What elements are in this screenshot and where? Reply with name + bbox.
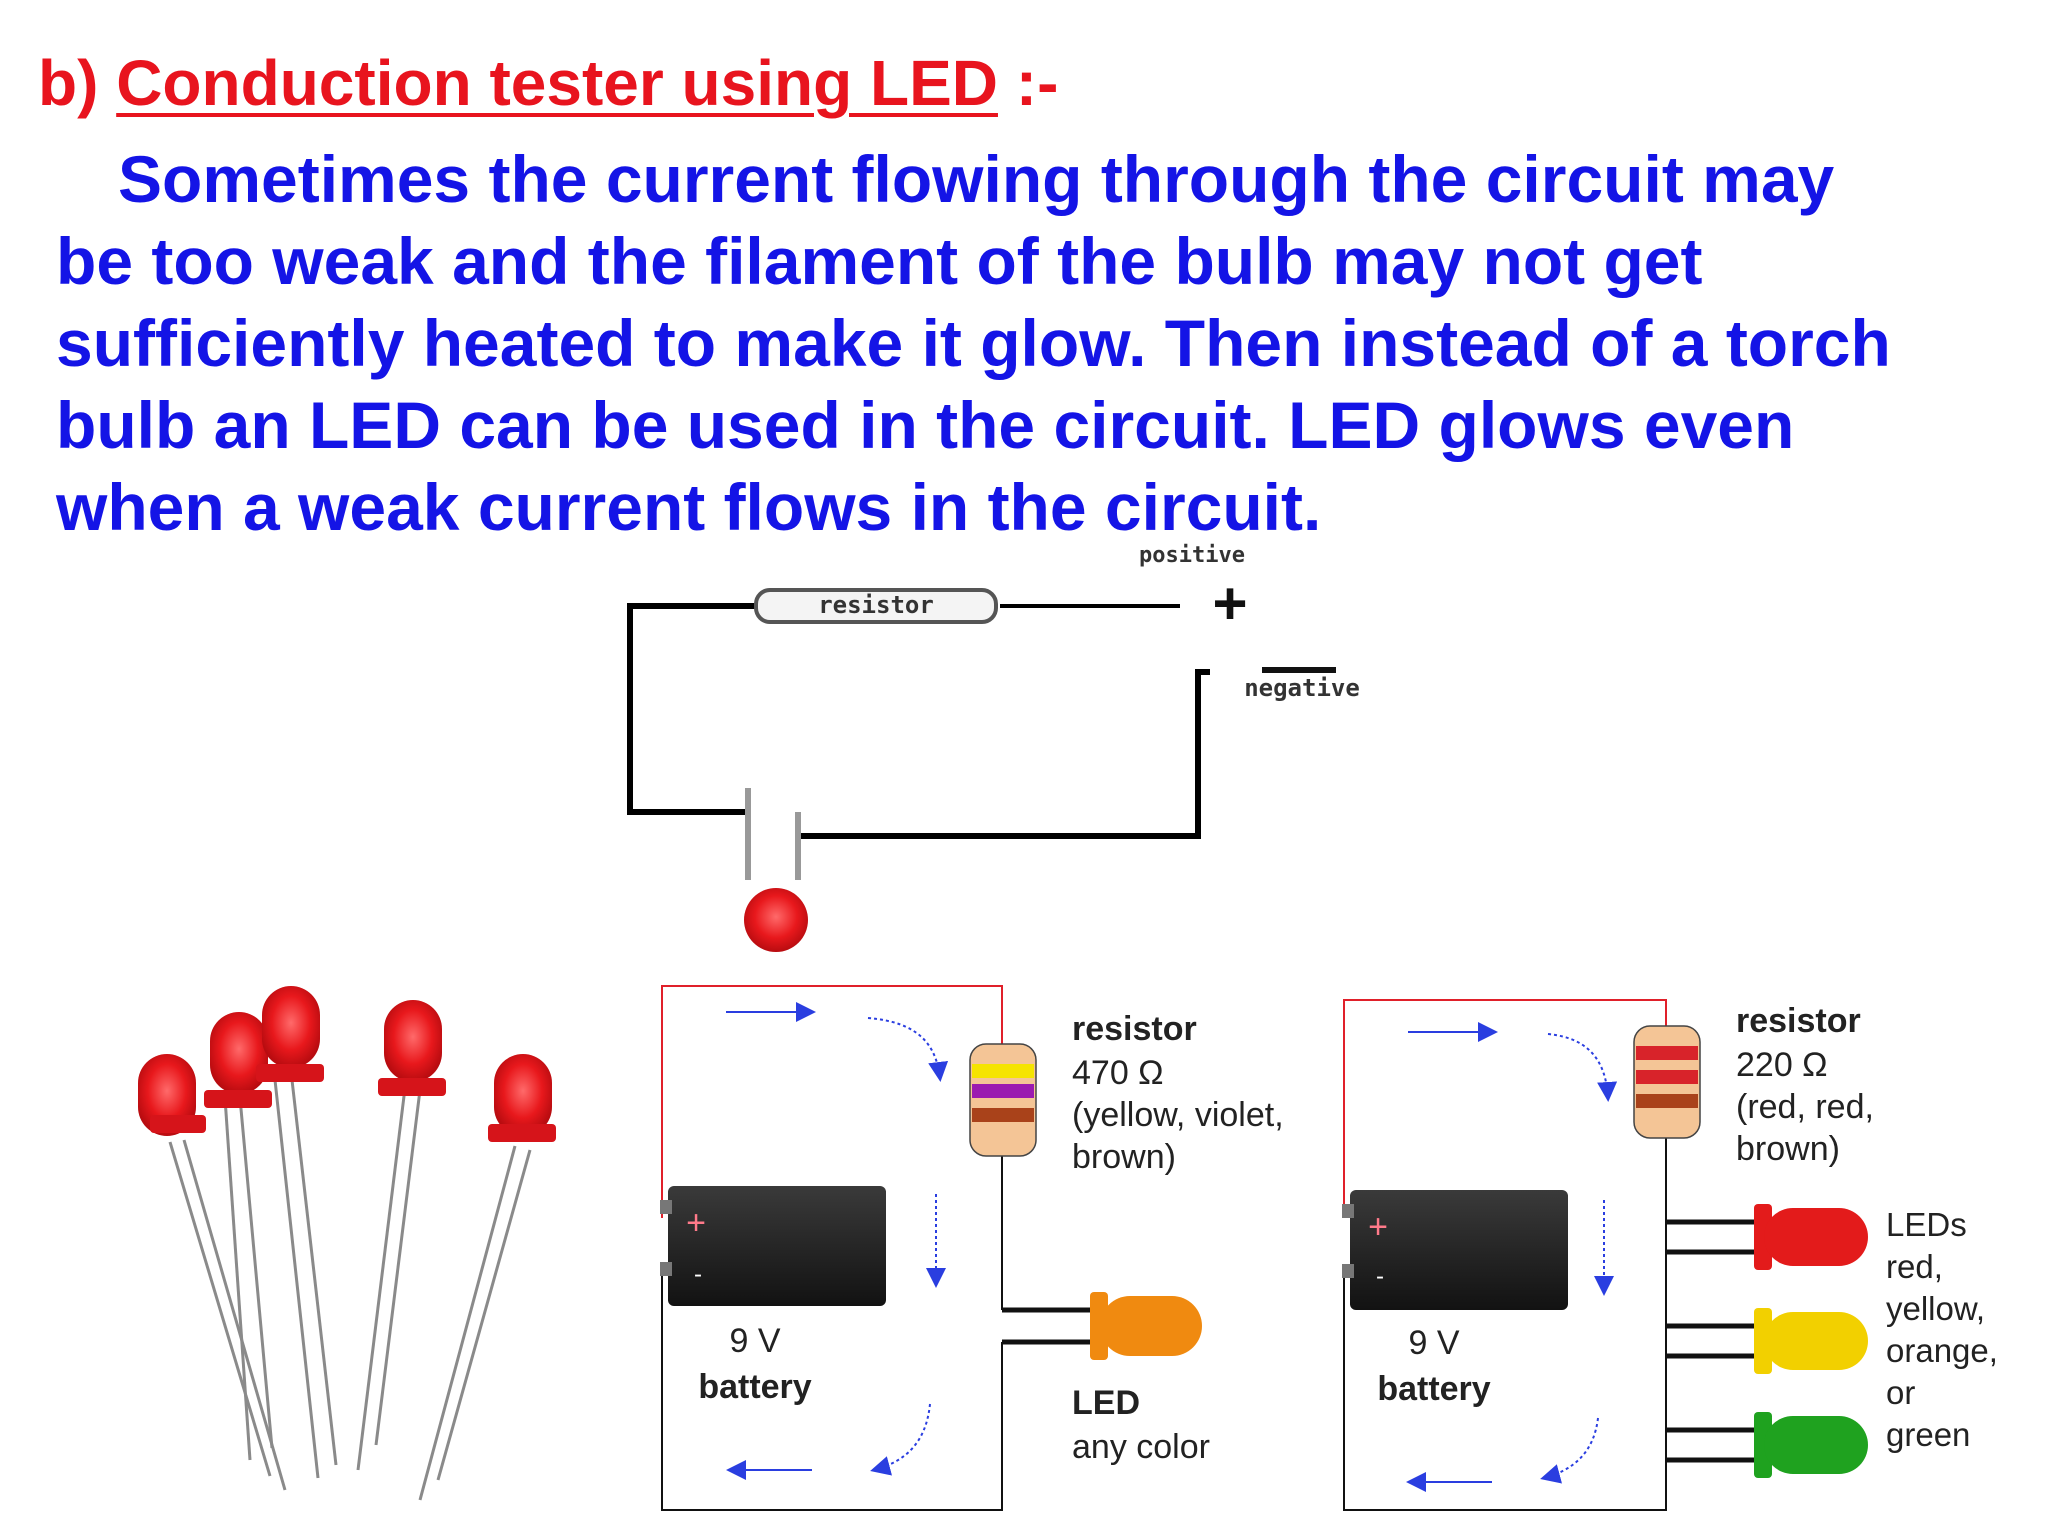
resistor-band: [972, 1108, 1034, 1122]
paragraph-line: Sometimes the current flowing through th…: [118, 142, 1835, 216]
sketch-led: [744, 888, 808, 952]
sketch-circuit: resistor positive + negative: [627, 543, 1360, 952]
resistor-band: [1636, 1070, 1698, 1084]
circuit1-resistor-colors: (yellow, violet,: [1072, 1096, 1284, 1134]
circuit-single-led: + - 9 V battery resistor 470 Ω (yellow, …: [660, 985, 1284, 1511]
circuit2-leds-label: yellow,: [1886, 1290, 1985, 1327]
paragraph-line: sufficiently heated to make it glow. The…: [56, 306, 1891, 380]
circuit1-red-wire: [661, 985, 1003, 1218]
circuit1-battery-voltage: 9 V: [729, 1322, 780, 1360]
led-red-2: [210, 1012, 268, 1094]
paragraph-line: bulb an LED can be used in the circuit. …: [56, 388, 1795, 462]
sketch-negative-label: negative: [1244, 674, 1360, 702]
led-yellow: [1764, 1312, 1868, 1370]
circuit2-leds-label: or: [1886, 1374, 1915, 1411]
circuit2-red-wire: [1343, 999, 1667, 1218]
battery-minus-sign: -: [694, 1261, 702, 1288]
circuit2-leds: [1666, 1204, 1868, 1478]
sketch-wire-right: [800, 669, 1210, 839]
resistor-band: [972, 1084, 1034, 1098]
circuit2-leds-label: LEDs: [1886, 1206, 1967, 1243]
description-paragraph: Sometimes the current flowing through th…: [56, 138, 2016, 548]
circuit2-battery-voltage: 9 V: [1408, 1324, 1459, 1362]
circuit1-resistor-value: 470 Ω: [1072, 1054, 1164, 1092]
circuit1-led-title: LED: [1072, 1384, 1140, 1422]
resistor-band: [972, 1064, 1034, 1078]
led-red-3: [262, 986, 320, 1068]
paragraph-line: be too weak and the filament of the bulb…: [56, 224, 1703, 298]
sketch-wire-left: [627, 603, 760, 815]
circuit2-resistor: [1633, 1025, 1701, 1139]
title-prefix: b): [38, 47, 117, 119]
led-photo: [138, 986, 556, 1501]
circuit2-resistor-colors: brown): [1736, 1130, 1840, 1168]
circuit1-black-wire: [661, 1124, 1003, 1511]
sketch-resistor: [754, 588, 998, 624]
led-green: [1754, 1412, 1772, 1478]
circuit1-battery-label: battery: [698, 1368, 811, 1406]
battery-plus-sign: +: [686, 1204, 706, 1242]
circuit2-resistor-title: resistor: [1736, 1002, 1861, 1040]
led-red: [1754, 1204, 1772, 1270]
sketch-positive-label: positive: [1139, 543, 1245, 568]
paragraph-line: when a weak current flows in the circuit…: [56, 470, 1322, 544]
led-green: [1764, 1416, 1868, 1474]
circuit2-battery: + -: [1342, 1190, 1568, 1310]
led-red: [1764, 1208, 1868, 1266]
sketch-plus-sign: +: [1212, 570, 1247, 637]
title-text: Conduction tester using LED: [116, 47, 998, 119]
circuit2-current-arrows: [1406, 1022, 1618, 1492]
circuit1-resistor-title: resistor: [1072, 1010, 1197, 1048]
battery-minus-sign: -: [1376, 1263, 1384, 1290]
circuit2-leds-label: orange,: [1886, 1332, 1998, 1369]
resistor-band: [1636, 1094, 1698, 1108]
circuit2-leds-label: red,: [1886, 1248, 1943, 1285]
circuit2-leds-label: green: [1886, 1416, 1970, 1453]
circuit1-led-sub: any color: [1072, 1428, 1210, 1466]
circuit2-resistor-colors: (red, red,: [1736, 1088, 1874, 1126]
circuit1-current-arrows: [726, 1002, 949, 1480]
slide-title: b) Conduction tester using LED :-: [38, 44, 1058, 122]
battery-plus-sign: +: [1368, 1208, 1388, 1246]
resistor-band: [1636, 1046, 1698, 1060]
sketch-resistor-label: resistor: [818, 591, 934, 619]
circuit1-led: [1002, 1292, 1202, 1360]
led-red-4: [384, 1000, 442, 1082]
led-yellow: [1754, 1308, 1772, 1374]
circuit1-battery: + -: [660, 1186, 886, 1306]
circuit1-resistor: [969, 1043, 1037, 1157]
circuit1-resistor-colors: brown): [1072, 1138, 1176, 1176]
circuit2-resistor-value: 220 Ω: [1736, 1046, 1828, 1084]
led-red-5: [494, 1054, 552, 1136]
title-suffix: :-: [997, 47, 1059, 119]
circuit2-battery-label: battery: [1377, 1370, 1490, 1408]
circuit-three-leds: + - 9 V battery resistor 220 Ω: [1342, 999, 1998, 1511]
